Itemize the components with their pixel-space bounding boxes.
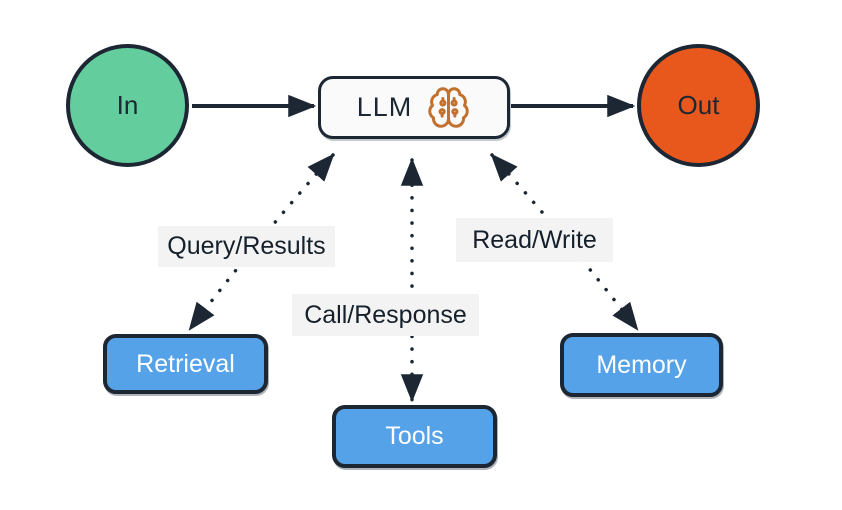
node-retrieval-label: Retrieval bbox=[136, 349, 235, 378]
edge-label-call-response: Call/Response bbox=[292, 294, 479, 336]
node-llm: LLM bbox=[318, 76, 510, 139]
edge-label-call-response-text: Call/Response bbox=[304, 300, 467, 329]
edge-label-query-results: Query/Results bbox=[158, 226, 335, 267]
edge-label-query-results-text: Query/Results bbox=[167, 232, 326, 260]
node-llm-label: LLM bbox=[356, 92, 413, 122]
node-memory: Memory bbox=[560, 333, 723, 397]
edge-label-read-write-text: Read/Write bbox=[472, 225, 597, 254]
node-in-label: In bbox=[116, 90, 139, 120]
node-memory-label: Memory bbox=[596, 350, 687, 379]
node-out: Out bbox=[637, 44, 760, 167]
node-retrieval: Retrieval bbox=[103, 334, 268, 394]
brain-circuit-icon bbox=[426, 85, 471, 130]
node-tools: Tools bbox=[332, 405, 497, 468]
node-out-label: Out bbox=[677, 90, 720, 120]
edge-label-read-write: Read/Write bbox=[456, 218, 613, 262]
node-in: In bbox=[66, 44, 189, 167]
node-tools-label: Tools bbox=[385, 422, 444, 450]
